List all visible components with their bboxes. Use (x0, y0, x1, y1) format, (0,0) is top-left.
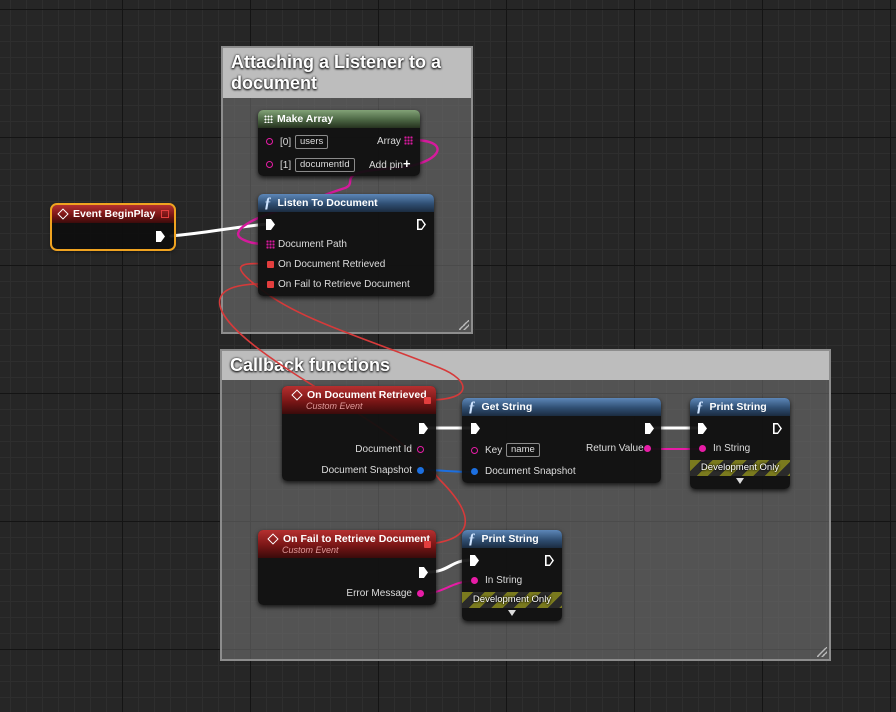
node-header[interactable]: Event BeginPlay (52, 205, 174, 223)
pin-label: Document Id (355, 444, 412, 455)
pin-label: Error Message (346, 588, 412, 599)
development-only-banner: Development Only (462, 592, 562, 608)
input-pin-1[interactable] (266, 161, 273, 168)
exec-output-pin[interactable] (645, 423, 654, 434)
exec-input-pin[interactable] (470, 555, 479, 566)
node-title: Get String (481, 401, 533, 413)
document-snapshot-pin[interactable] (471, 468, 478, 475)
in-string-pin[interactable] (471, 577, 478, 584)
delegate-output-pin[interactable] (424, 541, 431, 548)
key-value-field[interactable]: name (506, 443, 540, 457)
comment-title[interactable]: Callback functions (222, 351, 829, 380)
make-array-node[interactable]: Make Array [0] users [1] documentId Arra… (258, 110, 420, 176)
pin-label: On Document Retrieved (278, 259, 386, 270)
resize-handle[interactable] (817, 647, 827, 657)
return-value-pin[interactable] (644, 445, 651, 452)
exec-output-pin[interactable] (417, 219, 426, 230)
pin-index-label: [0] (280, 137, 292, 148)
listen-to-document-node[interactable]: ƒ Listen To Document Document Path On Do… (258, 194, 434, 296)
pin-label: In String (713, 443, 751, 454)
node-header[interactable]: Make Array (258, 110, 420, 128)
node-title: Make Array (277, 113, 334, 125)
node-header[interactable]: On Document Retrieved Custom Event (282, 386, 436, 414)
pin-label: Document Path (278, 239, 347, 250)
input-pin-0[interactable] (266, 138, 273, 145)
on-document-retrieved-node[interactable]: On Document Retrieved Custom Event Docum… (282, 386, 436, 481)
function-icon: ƒ (264, 195, 272, 211)
node-title: On Document Retrieved (307, 388, 427, 401)
pin-label: Key (485, 445, 503, 456)
function-icon: ƒ (468, 531, 476, 547)
add-pin-button[interactable]: + (403, 156, 411, 171)
expand-arrow-icon[interactable] (736, 478, 744, 484)
event-beginplay-node[interactable]: Event BeginPlay (50, 203, 176, 251)
node-header[interactable]: On Fail to Retrieve Document Custom Even… (258, 530, 436, 558)
pin-label: Document Snapshot (321, 465, 412, 476)
node-title: On Fail to Retrieve Document (283, 532, 431, 545)
on-fail-pin[interactable] (267, 281, 274, 288)
resize-handle[interactable] (459, 320, 469, 330)
document-id-pin[interactable] (417, 446, 424, 453)
node-title: Print String (709, 401, 767, 413)
function-icon: ƒ (696, 399, 704, 415)
add-pin-label: Add pin (369, 160, 403, 171)
get-string-node[interactable]: ƒ Get String Key name Return Value Docum… (462, 398, 661, 483)
delegate-output-pin[interactable] (424, 397, 431, 404)
key-pin[interactable] (471, 447, 478, 454)
delegate-output-pin[interactable] (161, 210, 169, 218)
exec-output-pin[interactable] (419, 423, 428, 434)
function-icon: ƒ (468, 399, 476, 415)
event-icon (291, 388, 303, 401)
document-path-pin[interactable] (266, 240, 275, 249)
exec-output-pin[interactable] (156, 231, 165, 242)
comment-title[interactable]: Attaching a Listener to a document (223, 48, 471, 98)
exec-input-pin[interactable] (698, 423, 707, 434)
pin-label: On Fail to Retrieve Document (278, 279, 410, 290)
pin-index-label: [1] (280, 160, 292, 171)
event-icon (267, 532, 279, 545)
node-header[interactable]: ƒ Print String (462, 530, 562, 548)
array-icon (264, 115, 273, 123)
node-subtitle: Custom Event (306, 400, 363, 411)
exec-input-pin[interactable] (266, 219, 275, 230)
node-title: Print String (481, 533, 539, 545)
pin-value-field-1[interactable]: documentId (295, 158, 355, 172)
on-retrieved-pin[interactable] (267, 261, 274, 268)
pin-label: In String (485, 575, 523, 586)
event-icon (57, 208, 69, 220)
exec-input-pin[interactable] (471, 423, 480, 434)
node-title: Listen To Document (277, 197, 378, 209)
exec-output-pin[interactable] (419, 567, 428, 578)
node-subtitle: Custom Event (282, 544, 339, 555)
pin-label: Document Snapshot (485, 466, 576, 477)
output-label: Array (377, 136, 401, 147)
node-header[interactable]: ƒ Listen To Document (258, 194, 434, 212)
print-string-node-top[interactable]: ƒ Print String In String Development Onl… (690, 398, 790, 489)
on-fail-retrieve-node[interactable]: On Fail to Retrieve Document Custom Even… (258, 530, 436, 605)
pin-value-field-0[interactable]: users (295, 135, 329, 149)
pin-label: Return Value (586, 443, 644, 454)
exec-output-pin[interactable] (773, 423, 782, 434)
node-header[interactable]: ƒ Get String (462, 398, 661, 416)
node-title: Event BeginPlay (73, 208, 156, 220)
expand-arrow-icon[interactable] (508, 610, 516, 616)
development-only-banner: Development Only (690, 460, 790, 476)
node-header[interactable]: ƒ Print String (690, 398, 790, 416)
in-string-pin[interactable] (699, 445, 706, 452)
exec-output-pin[interactable] (545, 555, 554, 566)
document-snapshot-pin[interactable] (417, 467, 424, 474)
array-output-pin[interactable] (404, 136, 413, 145)
error-message-pin[interactable] (417, 590, 424, 597)
print-string-node-bottom[interactable]: ƒ Print String In String Development Onl… (462, 530, 562, 621)
